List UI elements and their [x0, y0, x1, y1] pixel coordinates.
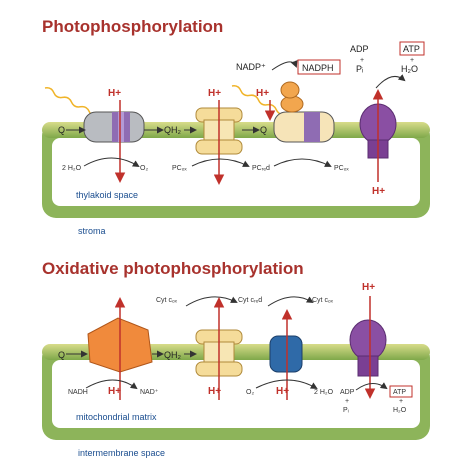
pc-ox-label-1: PCₒₓ	[172, 165, 187, 172]
pc-red-label: PCᵣₑd	[252, 165, 270, 172]
photophosphorylation-title: Photophosphorylation	[42, 17, 223, 36]
svg-text:+: +	[345, 398, 349, 405]
atp-label-2: ATP	[393, 389, 406, 396]
h-plus-6: H+	[208, 386, 221, 397]
adp-label-2: ADP	[340, 389, 355, 396]
h2o-label-2: 2 H₂O	[314, 389, 334, 396]
oxidative-phosphorylation-title: Oxidative photophosphorylation	[42, 259, 304, 278]
q-label-1: Q	[58, 125, 65, 135]
h2o-label-1: H₂O	[401, 64, 418, 74]
stroma-label: stroma	[78, 226, 106, 236]
q-label-2: Q	[260, 125, 267, 135]
svg-text:+: +	[410, 57, 414, 64]
photosystem-ii	[83, 111, 145, 143]
h2o-label-3: H₂O	[393, 407, 407, 414]
qh2-label-2: QH₂	[164, 350, 182, 360]
cyt-c-ox-label-1: Cyt cₒₓ	[156, 297, 178, 304]
atp-box-2	[389, 385, 413, 398]
cyt-c-ox-label-2: Cyt cₒₓ	[312, 297, 334, 304]
atp-box-1	[399, 41, 425, 56]
nadph-label: NADPH	[302, 63, 334, 73]
intermembrane-space-label: intermembrane space	[78, 448, 165, 458]
h-plus-7: H+	[276, 386, 289, 397]
svg-text:+: +	[399, 398, 403, 405]
h-plus-2: H+	[208, 88, 221, 99]
pc-ox-label-2: PCₒₓ	[334, 165, 349, 172]
h-plus-5: H+	[108, 386, 121, 397]
h-plus-3: H+	[256, 88, 269, 99]
atp-synthase-2	[349, 319, 387, 377]
water-split-label: 2 H₂O	[62, 165, 82, 172]
complex-iv	[269, 335, 303, 373]
adp-label-1: ADP	[350, 44, 369, 54]
nadh-label: NADH	[68, 389, 88, 396]
nadp-plus-label: NADP⁺	[236, 62, 266, 72]
atp-label-1: ATP	[403, 44, 420, 54]
h-plus-8: H+	[362, 282, 375, 293]
o2-label-2: O₂	[246, 389, 254, 396]
pi-label-1: Pᵢ	[356, 64, 363, 74]
qh2-label-1: QH₂	[164, 125, 182, 135]
svg-text:+: +	[360, 57, 364, 64]
o2-label-1: O₂	[140, 165, 148, 172]
mitochondrial-matrix-label: mitochondrial matrix	[76, 412, 157, 422]
thylakoid-space-label: thylakoid space	[76, 190, 138, 200]
photosystem-i	[273, 81, 335, 143]
pi-label-2: Pᵢ	[343, 407, 349, 414]
nad-plus-label: NAD⁺	[140, 389, 159, 396]
nadph-box	[297, 59, 341, 75]
q-label-3: Q	[58, 350, 65, 360]
cyt-c-red-label: Cyt cᵣₑd	[238, 297, 262, 304]
h-plus-4: H+	[372, 186, 385, 197]
h-plus-1: H+	[108, 88, 121, 99]
